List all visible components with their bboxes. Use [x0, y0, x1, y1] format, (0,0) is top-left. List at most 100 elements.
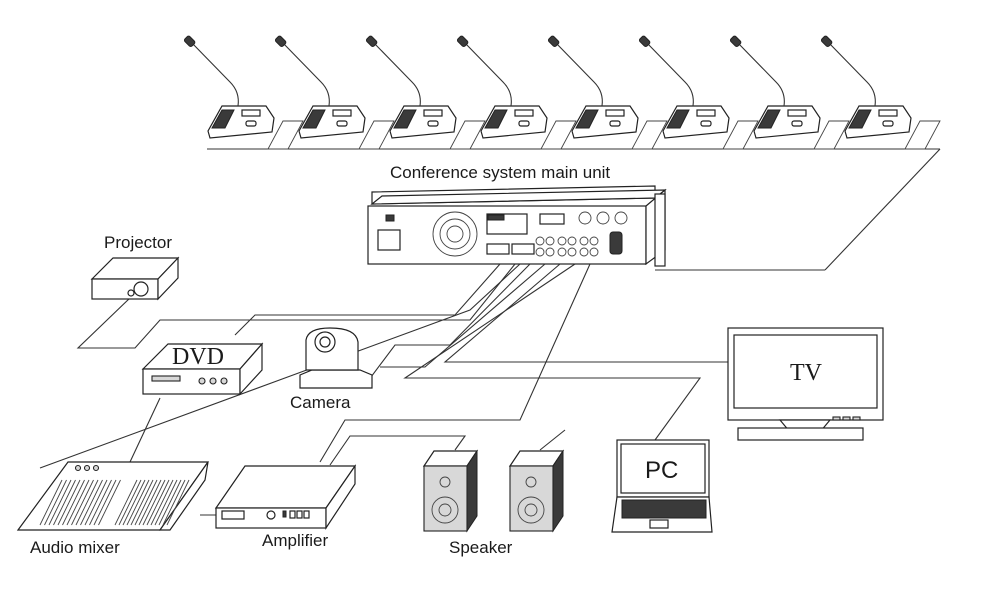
mic-button: [882, 120, 894, 127]
fader[interactable]: [134, 479, 158, 526]
microphone-unit[interactable]: [820, 35, 941, 150]
mic-button: [700, 120, 712, 127]
fader[interactable]: [93, 479, 117, 526]
mic-grille: [211, 109, 235, 129]
fader[interactable]: [150, 479, 174, 526]
tv[interactable]: TV: [727, 327, 884, 441]
xlr-port: [578, 211, 592, 225]
fader[interactable]: [166, 479, 190, 526]
mic-display: [332, 109, 352, 117]
mixer-faders: [39, 479, 190, 526]
speaker-front: [423, 465, 468, 532]
tweeter-icon: [525, 476, 537, 488]
mic-grille: [484, 109, 508, 129]
microphone-unit[interactable]: [456, 35, 577, 150]
fader[interactable]: [57, 479, 81, 526]
mic-grille: [575, 109, 599, 129]
amplifier-side: [325, 464, 356, 531]
fader[interactable]: [44, 479, 67, 526]
serial-port-1: [486, 243, 510, 255]
cable-main-to-tv: [443, 263, 728, 363]
fader[interactable]: [80, 479, 103, 526]
mic-gooseneck: [281, 41, 330, 107]
fader[interactable]: [89, 479, 112, 526]
mic-head-icon: [547, 35, 560, 48]
mic-to-main-unit-cable: [824, 148, 941, 271]
speaker-front: [509, 465, 554, 532]
xlr-port: [596, 211, 610, 225]
mixer-side: [158, 461, 209, 531]
cable-main-to-amplifier: [319, 263, 591, 463]
cable-main-to-dvd: [234, 263, 501, 336]
fader[interactable]: [48, 479, 72, 526]
fader[interactable]: [146, 479, 170, 526]
rack-ear: [654, 193, 666, 267]
speakers[interactable]: Speaker: [422, 449, 565, 557]
conference-main-unit[interactable]: Conference system main unit: [367, 163, 667, 267]
fader[interactable]: [114, 479, 138, 526]
fader[interactable]: [118, 479, 142, 526]
fader[interactable]: [75, 479, 99, 526]
mic-button: [609, 120, 621, 127]
amplifier[interactable]: Amplifier: [214, 464, 357, 550]
dvd-player[interactable]: DVD: [141, 342, 264, 396]
fader[interactable]: [126, 479, 150, 526]
fader[interactable]: [53, 479, 76, 526]
audio-mixer[interactable]: Audio mixer: [16, 461, 210, 557]
projector[interactable]: Projector: [90, 233, 180, 301]
fader[interactable]: [39, 479, 63, 526]
microphone-unit[interactable]: [365, 35, 486, 150]
fader[interactable]: [162, 479, 186, 526]
cable-main-to-camera-2: [380, 263, 546, 368]
laptop-keyboard: [621, 499, 707, 519]
fader[interactable]: [98, 479, 121, 526]
fader[interactable]: [158, 479, 182, 526]
speaker-label: Speaker: [449, 538, 513, 557]
speaker-side: [552, 449, 564, 533]
cables: [39, 263, 728, 516]
fader[interactable]: [154, 479, 178, 526]
fader[interactable]: [138, 479, 162, 526]
mic-display: [696, 109, 716, 117]
fader[interactable]: [130, 479, 154, 526]
fader[interactable]: [62, 479, 85, 526]
mic-grille: [666, 109, 690, 129]
cable-main-to-mixer: [39, 263, 521, 469]
microphone-unit[interactable]: [729, 35, 850, 150]
power-switch: [385, 214, 395, 222]
mic-grille: [393, 109, 417, 129]
mic-gooseneck: [827, 41, 876, 107]
speaker-right: [508, 449, 565, 533]
fader[interactable]: [84, 479, 108, 526]
cable-dvd-to-mixer: [129, 397, 161, 463]
tv-stand: [737, 427, 864, 441]
mic-button: [791, 120, 803, 127]
mic-display: [241, 109, 261, 117]
pc-laptop[interactable]: PC: [611, 439, 713, 533]
mic-display: [423, 109, 443, 117]
microphone-unit[interactable]: [547, 35, 668, 150]
camera-base: [299, 369, 373, 389]
microphone-unit[interactable]: [274, 35, 395, 150]
fader[interactable]: [122, 479, 146, 526]
fan-icon: [432, 211, 478, 257]
fader[interactable]: [142, 479, 166, 526]
amplifier-knob: [266, 510, 276, 520]
mic-head-icon: [456, 35, 469, 48]
mic-grille: [302, 109, 326, 129]
mic-display: [878, 109, 898, 117]
microphone-unit[interactable]: [183, 35, 304, 150]
audio-mixer-label: Audio mixer: [30, 538, 120, 557]
av-ports: [535, 213, 599, 257]
microphone-unit[interactable]: [638, 35, 759, 150]
laptop-screen: [620, 443, 706, 494]
fader[interactable]: [66, 479, 90, 526]
speaker-left: [422, 449, 479, 533]
mic-gooseneck: [372, 41, 421, 107]
serial-port-2: [511, 243, 535, 255]
mic-gooseneck: [554, 41, 603, 107]
fader[interactable]: [71, 479, 94, 526]
mic-head-icon: [638, 35, 651, 48]
mic-button: [427, 120, 439, 127]
camera[interactable]: Camera: [290, 327, 373, 412]
